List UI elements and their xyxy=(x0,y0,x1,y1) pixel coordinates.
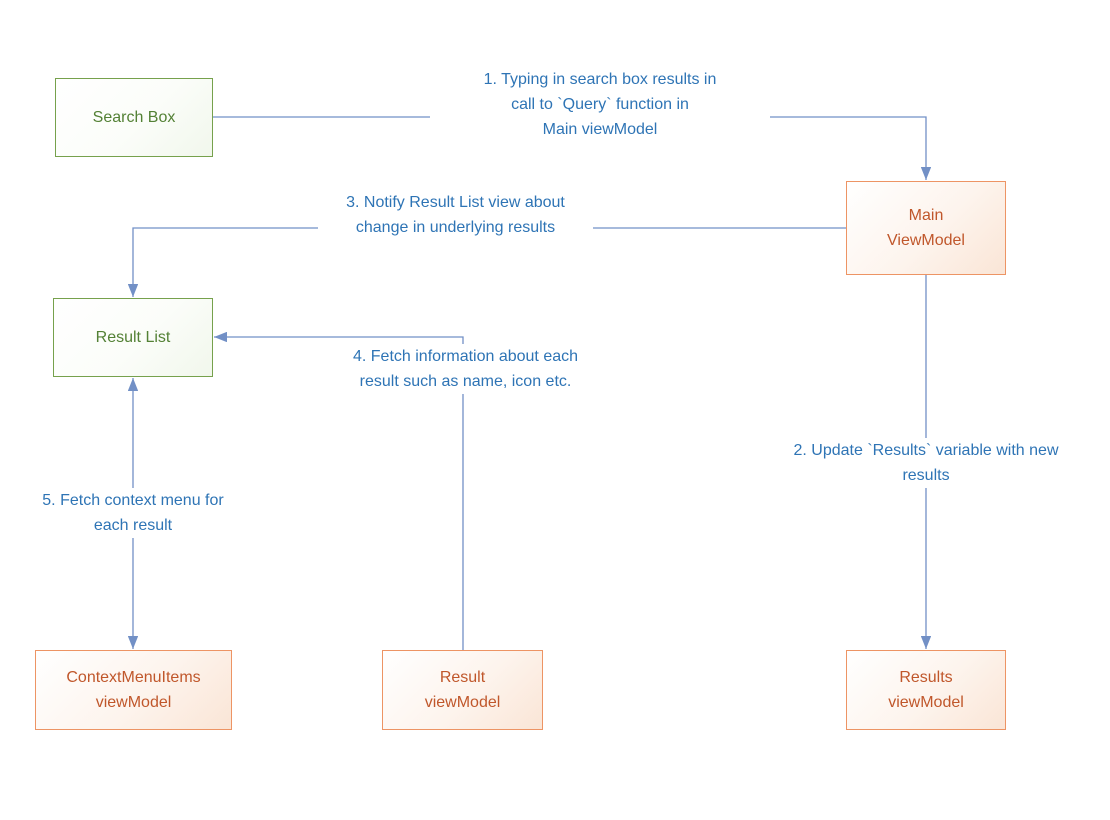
annotation-step5: 5. Fetch context menu for each result xyxy=(23,488,243,538)
annotation-step2: 2. Update `Results` variable with new re… xyxy=(746,438,1106,488)
node-search-box: Search Box xyxy=(55,78,213,157)
connector-resultviewmodel-to-resultlist xyxy=(214,331,464,650)
annotation-step3: 3. Notify Result List view about change … xyxy=(318,190,593,240)
node-result-list: Result List xyxy=(53,298,213,377)
node-results-viewmodel: Results viewModel xyxy=(846,650,1006,730)
node-main-viewmodel: Main ViewModel xyxy=(846,181,1006,275)
connector-mainviewmodel-to-resultlist xyxy=(127,227,846,297)
node-result-viewmodel: Result viewModel xyxy=(382,650,543,730)
annotation-step4: 4. Fetch information about each result s… xyxy=(328,344,603,394)
annotation-step1: 1. Typing in search box results in call … xyxy=(430,67,770,142)
node-contextmenuitems-viewmodel: ContextMenuItems viewModel xyxy=(35,650,232,730)
